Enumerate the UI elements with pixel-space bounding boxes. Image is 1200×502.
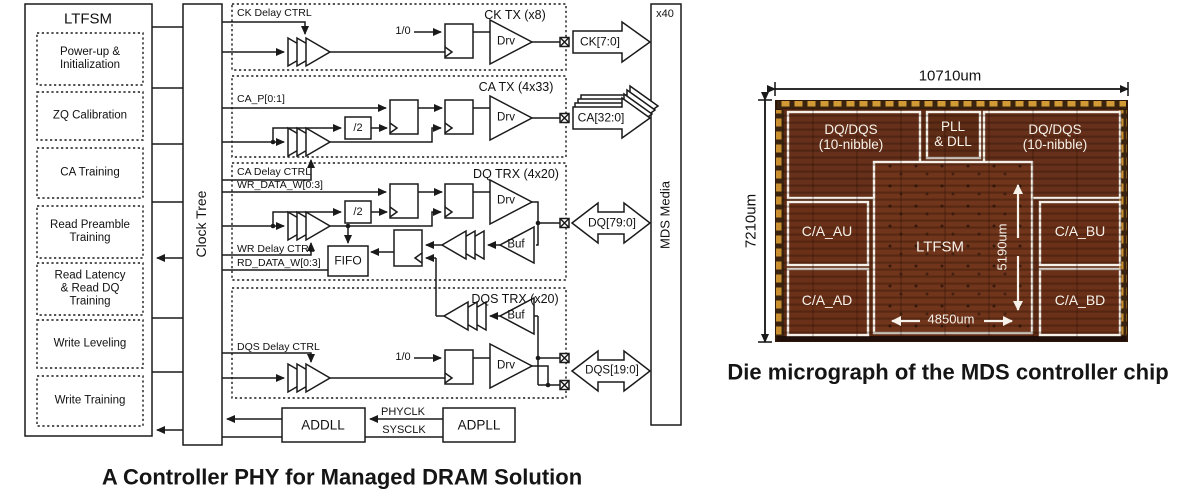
dqs-pad-c: [559, 379, 570, 391]
ck-pad: [559, 36, 570, 48]
die-ca-ad-label: C/A_AD: [801, 292, 853, 309]
dqs-pad-t: [559, 352, 570, 364]
dq-bus-arrow: [570, 201, 652, 245]
dqs-bus-label: DQS[19:0]: [585, 364, 639, 377]
dqs-drv-label: Drv: [497, 359, 515, 372]
die-height-dim: 7210um: [742, 193, 760, 249]
ca-bus-arrow: [572, 84, 660, 140]
dqs-mux-label: 1/0: [395, 350, 411, 363]
dq-div2-label: /2: [353, 205, 363, 218]
dq-trx-title: DQ TRX (4x20): [473, 167, 559, 181]
ca-bus-label: CA[32:0]: [577, 110, 625, 125]
media-count-label: x40: [656, 7, 674, 20]
mds-media-label: MDS Media: [657, 181, 673, 249]
rd-data-label: RD_DATA_W[0:3]: [237, 257, 321, 270]
ltfsm-block-zq: ZQ Calibration: [52, 109, 128, 122]
ltfsm-column: [24, 3, 223, 446]
die-ca-au-label: C/A_AU: [801, 223, 853, 240]
die-ltfsm-height-dim: 5190um: [994, 223, 1010, 271]
ca-tx-row: [222, 84, 660, 181]
ck-bus-arrow: [572, 20, 652, 64]
wr-delay-ctrl-label: WR Delay CTRL: [237, 243, 315, 256]
die-dqdqs-right-label: DQ/DQS (10-nibble): [1022, 121, 1088, 152]
die-width-dim: 10710um: [918, 67, 982, 85]
caption-die: Die micrograph of the MDS controller chi…: [727, 359, 1169, 385]
ltfsm-block-ca: CA Training: [60, 166, 120, 179]
ca-tx-title: CA TX (4x33): [478, 80, 554, 94]
ck-tx-row: [222, 18, 652, 68]
die-inner-dims: [891, 184, 1023, 326]
dqs-trx-title: DQS TRX (x20): [471, 292, 559, 306]
addll-label: ADDLL: [301, 417, 345, 433]
ck-tx-title: CK TX (x8): [484, 8, 546, 22]
die-ca-bu-label: C/A_BU: [1054, 223, 1106, 240]
dq-drv-label: Drv: [497, 194, 515, 207]
ltfsm-block-latency: Read Latency & Read DQ Training: [54, 269, 126, 308]
ca-pad: [559, 112, 570, 124]
ck-mux-label: 1/0: [395, 24, 411, 37]
ca-p-label: CA_P[0:1]: [237, 93, 285, 106]
ck-bus-label: CK[7:0]: [579, 34, 621, 49]
ca-delay-ctrl-label: CA Delay CTRL: [237, 166, 312, 179]
dqs-delay-ctrl-label: DQS Delay CTRL: [237, 341, 320, 354]
dqs-bus-arrow: [570, 349, 652, 393]
die-pll-dll-label: PLL & DLL: [934, 118, 972, 149]
fifo-label: FIFO: [334, 253, 362, 268]
die-micrograph: [758, 82, 1129, 343]
wr-data-label: WR_DATA_W[0:3]: [237, 179, 323, 192]
phyclk-label: PHYCLK: [380, 405, 426, 418]
die-dqdqs-left-label: DQ/DQS (10-nibble): [818, 121, 884, 152]
mds-media-box: [650, 3, 682, 426]
caption-phy: A Controller PHY for Managed DRAM Soluti…: [101, 464, 583, 490]
dqs-trx-row: [222, 296, 652, 394]
ltfsm-block-preamble: Read Preamble Training: [50, 219, 130, 244]
clock-tree-label: Clock Tree: [193, 190, 210, 258]
ca-div2-label: /2: [353, 121, 363, 134]
die-ca-bd-label: C/A_BD: [1054, 292, 1106, 309]
dqs-buf-label: Buf: [507, 309, 525, 322]
adpll-label: ADPLL: [457, 417, 501, 433]
die-ltfsm-label: LTFSM: [915, 238, 965, 256]
sysclk-label: SYSCLK: [382, 423, 426, 436]
ltfsm-block-wrtrain: Write Training: [54, 394, 126, 407]
ltfsm-title: LTFSM: [63, 10, 113, 28]
ltfsm-block-powerup: Power-up & Initialization: [59, 46, 121, 71]
ck-drv-label: Drv: [497, 35, 515, 48]
clock-gen-row: [222, 407, 516, 443]
dq-trx-row: [222, 178, 652, 316]
ltfsm-block-wrlevel: Write Leveling: [53, 337, 127, 350]
ck-delay-ctrl-label: CK Delay CTRL: [237, 7, 312, 20]
dq-buf-label: Buf: [507, 238, 525, 251]
dq-bus-label: DQ[79:0]: [587, 215, 637, 230]
dq-pad: [559, 217, 570, 229]
ca-drv-label: Drv: [497, 111, 515, 124]
die-ltfsm-width-dim: 4850um: [927, 311, 975, 327]
